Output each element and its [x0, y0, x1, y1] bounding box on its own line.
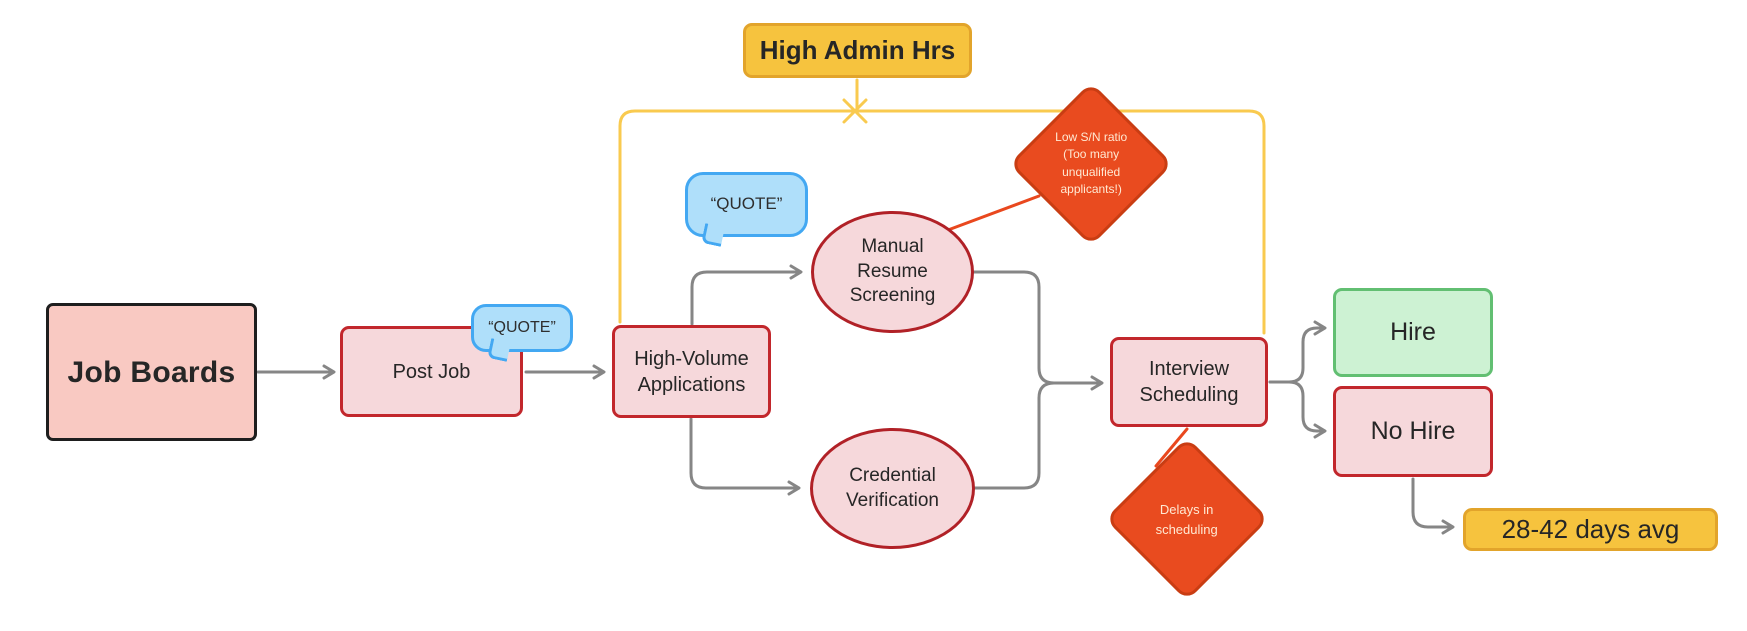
edge-interview-to-hire	[1268, 320, 1327, 384]
quote-bubble-applications-label: “QUOTE”	[710, 194, 783, 214]
interview-scheduling-node[interactable]: Interview Scheduling	[1110, 337, 1268, 427]
high-volume-applications-node[interactable]: High-Volume Applications	[612, 325, 771, 418]
edge-interview-to-nohire	[1268, 380, 1327, 439]
speech-tail-icon	[701, 223, 725, 247]
hire-label: Hire	[1390, 318, 1436, 347]
job-boards-label: Job Boards	[67, 355, 236, 389]
edge-manualscreening-to-interview	[972, 270, 1104, 391]
no-hire-label: No Hire	[1370, 417, 1456, 446]
credential-verification-label: Credential Verification	[846, 464, 939, 511]
high-admin-hrs-label: High Admin Hrs	[759, 34, 956, 65]
post-job-label: Post Job	[392, 360, 471, 383]
edge-admin-bracket	[618, 109, 1266, 335]
hire-node[interactable]: Hire	[1333, 288, 1493, 377]
no-hire-node[interactable]: No Hire	[1333, 386, 1493, 477]
quote-bubble-applications[interactable]: “QUOTE”	[685, 172, 808, 247]
edge-highvolume-to-manualscreening	[690, 264, 803, 326]
post-job-node[interactable]: Post Job	[340, 326, 523, 417]
edge-lowsn-to-manualscreening	[946, 194, 1041, 232]
admin-x-mark-stroke2	[842, 98, 868, 124]
edge-nohire-to-duration	[1411, 477, 1455, 535]
manual-resume-screening-label: Manual Resume Screening	[849, 235, 936, 307]
credential-verification-node[interactable]: Credential Verification	[810, 428, 975, 549]
quote-bubble-post-job-label: “QUOTE”	[488, 318, 556, 336]
manual-resume-screening-node[interactable]: Manual Resume Screening	[811, 211, 974, 333]
edge-delays-to-interview	[1154, 427, 1189, 468]
speech-tail-icon	[487, 338, 511, 362]
job-boards-node[interactable]: Job Boards	[46, 303, 257, 441]
duration-label: 28-42 days avg	[1501, 513, 1680, 544]
interview-scheduling-label: Interview Scheduling	[1139, 358, 1239, 406]
duration-badge[interactable]: 28-42 days avg	[1463, 508, 1718, 551]
low-signal-label: Low S/N ratio (Too many unqualified appl…	[1054, 130, 1128, 197]
high-admin-hrs-node[interactable]: High Admin Hrs	[743, 23, 972, 78]
quote-bubble-post-job[interactable]: “QUOTE”	[471, 304, 573, 362]
high-volume-applications-label: High-Volume Applications	[634, 347, 749, 396]
delays-label: Delays in scheduling	[1155, 501, 1219, 537]
edge-highvolume-to-credential	[689, 417, 801, 496]
edge-credential-to-interview	[973, 381, 1094, 490]
